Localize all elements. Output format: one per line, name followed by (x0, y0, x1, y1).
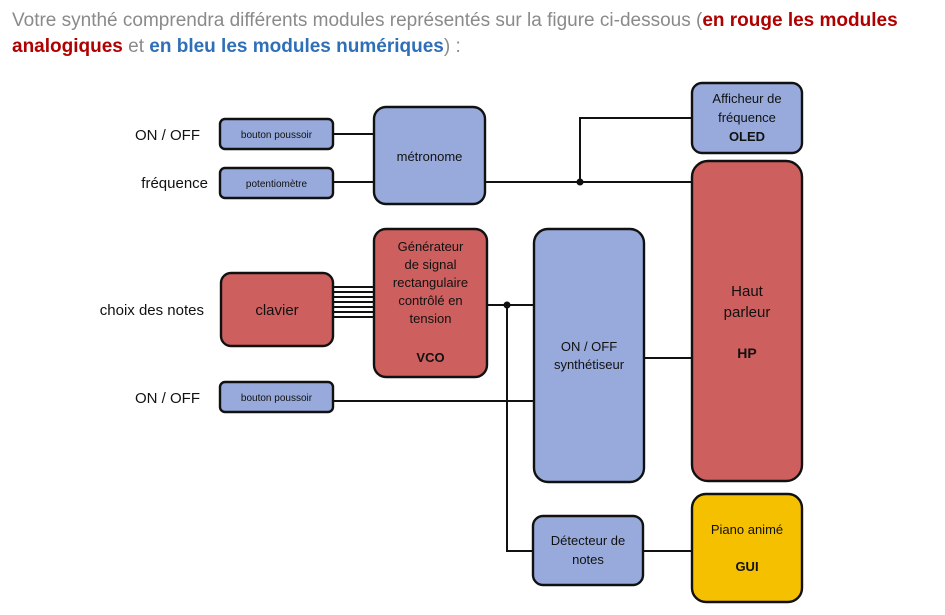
hp-module: Haut parleur HP (690, 159, 804, 483)
label-on-off-top: ON / OFF (135, 127, 200, 144)
detecteur-line-2: notes (572, 552, 604, 567)
clavier-label: clavier (255, 302, 298, 319)
bouton-poussoir-top: bouton poussoir (218, 117, 335, 151)
synth-line-1: ON / OFF (561, 339, 617, 354)
hp-tag: HP (737, 345, 756, 361)
intro-part1: Votre synthé comprendra différents modul… (12, 10, 703, 31)
intro-text: Votre synthé comprendra différents modul… (12, 8, 937, 60)
synth-line-2: synthétiseur (554, 357, 625, 372)
label-on-off-bottom: ON / OFF (135, 390, 200, 407)
junction-dot-middle (503, 301, 511, 309)
intro-red-text: en rouge les modules analogiques (12, 10, 898, 57)
afficheur-line-2: fréquence (718, 110, 776, 125)
vco-line-3: rectangulaire (393, 275, 468, 290)
wire-to-detecteur (506, 305, 533, 552)
wire-to-afficheur (579, 117, 692, 182)
hp-line-2: parleur (724, 304, 771, 321)
vco-tag: VCO (416, 350, 444, 365)
piano-module: Piano animé GUI (690, 492, 804, 604)
afficheur-module: Afficheur de fréquence OLED (690, 81, 804, 155)
vco-line-5: tension (410, 311, 452, 326)
piano-label: Piano animé (711, 522, 783, 537)
bouton-poussoir-bottom-label: bouton poussoir (241, 393, 313, 404)
vco-line-4: contrôlé en (398, 293, 462, 308)
synth-module: ON / OFF synthétiseur (532, 227, 646, 484)
label-choix-notes: choix des notes (100, 302, 204, 319)
metronome-module: métronome (372, 105, 487, 206)
wires (333, 117, 692, 552)
intro-blue-text: en bleu les modules numériques (149, 36, 444, 57)
clavier-module: clavier (219, 271, 335, 348)
detecteur-module: Détecteur de notes (531, 514, 645, 587)
hp-line-1: Haut (731, 283, 764, 300)
intro-part2: et (122, 36, 150, 57)
afficheur-line-1: Afficheur de (712, 91, 781, 106)
vco-line-1: Générateur (398, 239, 464, 254)
bouton-poussoir-bottom: bouton poussoir (218, 380, 335, 414)
metronome-label: métronome (397, 149, 463, 164)
piano-tag: GUI (735, 559, 758, 574)
detecteur-line-1: Détecteur de (551, 533, 625, 548)
potentiometre-box: potentiomètre (218, 166, 335, 200)
vco-module: Générateur de signal rectangulaire contr… (372, 227, 489, 379)
junction-dot-top (576, 178, 584, 186)
label-frequence: fréquence (141, 175, 208, 192)
bouton-poussoir-top-label: bouton poussoir (241, 130, 313, 141)
intro-part3: ) : (443, 36, 461, 57)
afficheur-tag: OLED (729, 129, 765, 144)
wire-bus-clavier-vco (333, 286, 374, 318)
vco-line-2: de signal (404, 257, 456, 272)
potentiometre-label: potentiomètre (246, 179, 308, 190)
